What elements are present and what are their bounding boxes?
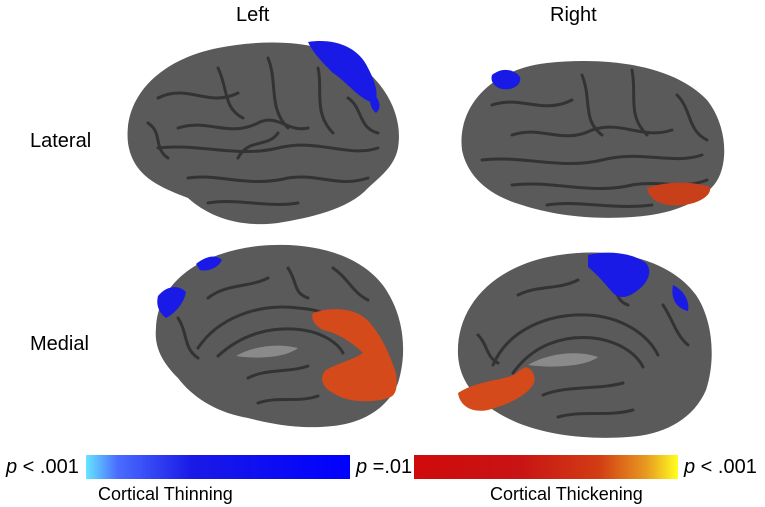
- thinning-colorbar: [86, 455, 350, 479]
- thickening-colorbar: [414, 455, 678, 479]
- thinning-pvalue-low: p < .001: [6, 456, 79, 478]
- left-medial-brain: [155, 244, 404, 428]
- thinning-label: Cortical Thinning: [98, 484, 233, 504]
- row-label-medial: Medial: [30, 333, 89, 355]
- thickening-label: Cortical Thickening: [490, 484, 643, 504]
- header-right: Right: [550, 4, 597, 26]
- right-medial-brain: [457, 252, 712, 438]
- thinning-pvalue-high: p =.01: [356, 456, 413, 478]
- row-label-lateral: Lateral: [30, 130, 92, 152]
- header-left: Left: [236, 4, 270, 26]
- left-lateral-brain: [127, 41, 399, 225]
- thickening-pvalue-high: p < .001: [684, 456, 757, 478]
- right-lateral-brain: [461, 60, 725, 218]
